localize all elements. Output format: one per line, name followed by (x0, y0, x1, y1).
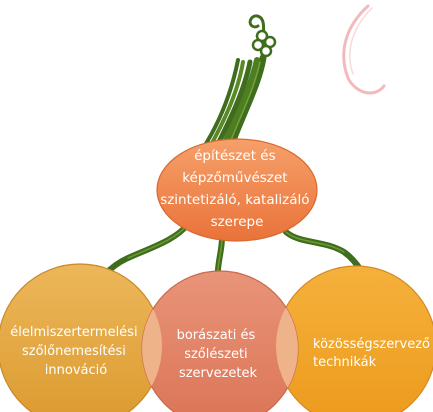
center-circle-label: borászati és szőlészeti szervezetek (177, 328, 260, 381)
top-oval-label: építészet és képzőművészet szintetizáló,… (160, 148, 314, 230)
top-oval (156, 138, 318, 242)
right-circle-label: közösségszervező technikák (313, 337, 433, 370)
vine-tendril (248, 14, 277, 62)
decorative-curl-shadow (349, 7, 373, 75)
vine-trunk (196, 54, 267, 158)
left-circle-label: élelmiszertermelési szőlőnemesítési inno… (10, 325, 141, 378)
decorative-curl (342, 4, 386, 95)
